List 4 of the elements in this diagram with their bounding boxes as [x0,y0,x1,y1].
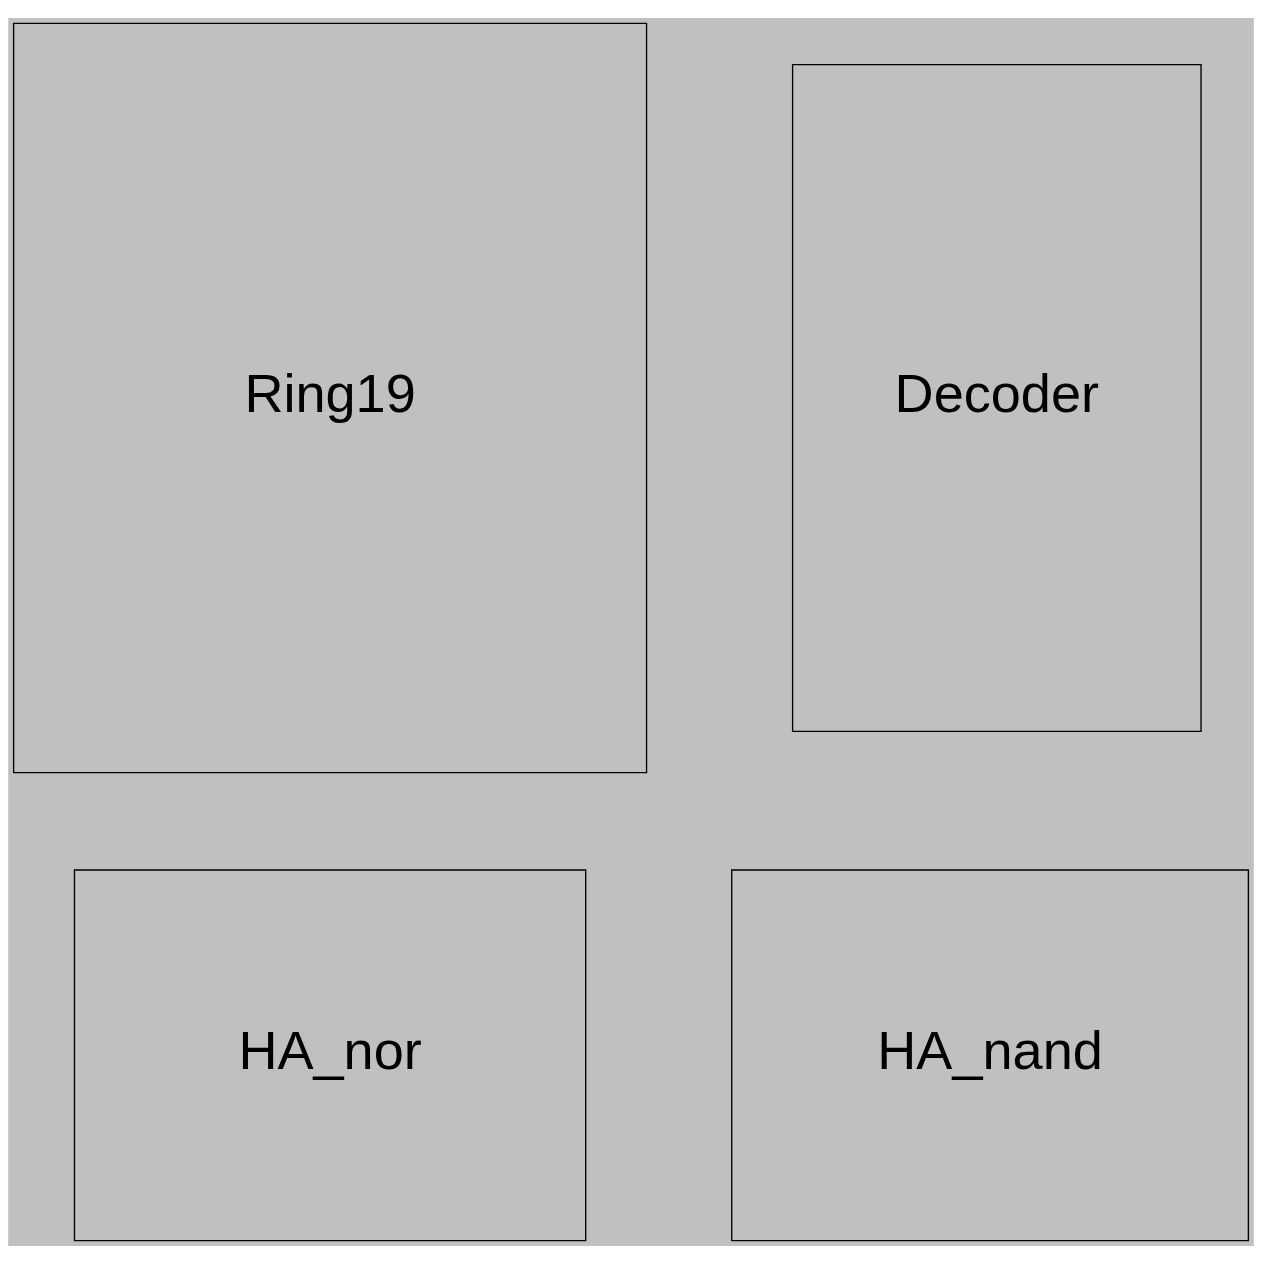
node-box: Decoder [791,63,1202,732]
node-box: Ring19 [12,22,648,773]
node-box: HA_nand [731,868,1250,1241]
node-box: HA_nor [73,868,587,1241]
